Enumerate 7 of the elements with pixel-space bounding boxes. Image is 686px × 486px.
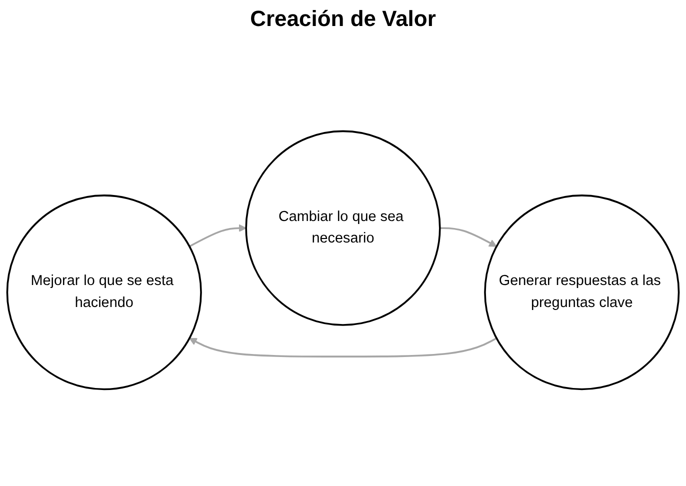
center-title: Creación de Valor [250,6,436,32]
node-circle: Cambiar lo que sea necesario [245,130,441,326]
node-circle: Generar respuestas a las preguntas clave [484,194,680,390]
arrow [189,224,246,247]
arrow [440,226,497,247]
arrow [189,337,497,358]
node-circle: Mejorar lo que se esta haciendo [6,194,202,390]
